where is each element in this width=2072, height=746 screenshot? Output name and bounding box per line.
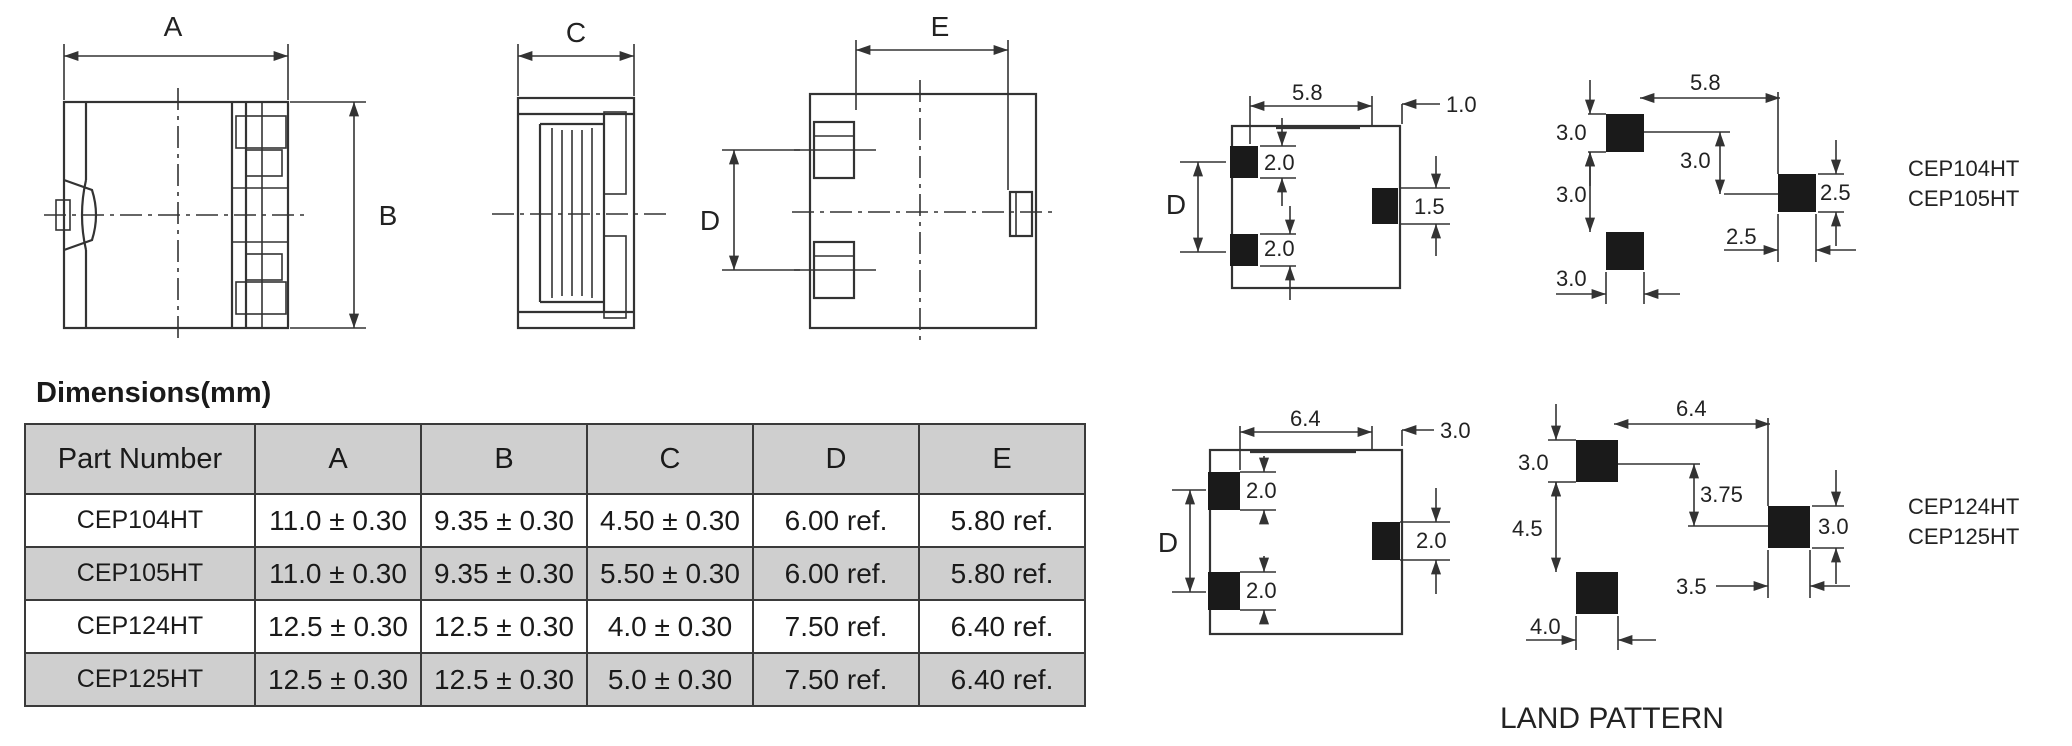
land2-offset: 3.75 bbox=[1700, 482, 1743, 507]
header-part-number: Part Number bbox=[24, 423, 256, 495]
footprint-group1: 5.8 1.0 D 2.0 2.0 1.5 bbox=[1166, 80, 1477, 300]
cell-c: 5.0 ± 0.30 bbox=[586, 652, 754, 707]
group2-part-2: CEP125HT bbox=[1908, 524, 2019, 549]
land-group1: 5.8 3.0 3.0 3.0 2.5 2.5 3.0 bbox=[1556, 70, 1856, 304]
cell-part: CEP125HT bbox=[24, 652, 256, 707]
cell-e: 5.80 ref. bbox=[918, 546, 1086, 601]
land-pattern-title: LAND PATTERN bbox=[1500, 702, 1724, 735]
land2-pad-right-w: 3.5 bbox=[1676, 574, 1707, 599]
cell-e: 6.40 ref. bbox=[918, 652, 1086, 707]
land2-pad-top: 3.0 bbox=[1518, 450, 1549, 475]
table-row: CEP125HT 12.5 ± 0.30 12.5 ± 0.30 5.0 ± 0… bbox=[24, 652, 1086, 707]
cell-part: CEP105HT bbox=[24, 546, 256, 601]
header-d: D bbox=[752, 423, 920, 495]
fp2-gap: 3.0 bbox=[1440, 418, 1471, 443]
fp1-pad-a: 2.0 bbox=[1264, 150, 1295, 175]
group1-part-2: CEP105HT bbox=[1908, 186, 2019, 211]
side-view: C bbox=[492, 17, 670, 330]
cell-b: 9.35 ± 0.30 bbox=[420, 546, 588, 601]
label-c: C bbox=[566, 17, 586, 48]
fp2-label-d: D bbox=[1158, 527, 1178, 558]
label-e: E bbox=[931, 11, 950, 42]
dimensions-table: Part Number A B C D E CEP104HT 11.0 ± 0.… bbox=[24, 423, 1086, 707]
fp2-pad-a: 2.0 bbox=[1246, 478, 1277, 503]
cell-part: CEP104HT bbox=[24, 493, 256, 548]
cell-d: 6.00 ref. bbox=[752, 546, 920, 601]
land1-pad-right-w: 2.5 bbox=[1726, 224, 1757, 249]
fp2-pad-c: 2.0 bbox=[1416, 528, 1447, 553]
land1-pad-top: 3.0 bbox=[1556, 120, 1587, 145]
cell-a: 11.0 ± 0.30 bbox=[254, 493, 422, 548]
land2-width: 6.4 bbox=[1676, 396, 1707, 421]
cell-a: 12.5 ± 0.30 bbox=[254, 652, 422, 707]
fp2-width: 6.4 bbox=[1290, 406, 1321, 431]
land-group2: 6.4 3.0 3.75 4.5 3.0 3.5 4.0 bbox=[1512, 396, 1850, 650]
fp1-pad-b: 2.0 bbox=[1264, 236, 1295, 261]
cell-d: 7.50 ref. bbox=[752, 652, 920, 707]
cell-c: 4.0 ± 0.30 bbox=[586, 599, 754, 654]
land2-pad-bottom-w: 4.0 bbox=[1530, 614, 1561, 639]
cell-c: 4.50 ± 0.30 bbox=[586, 493, 754, 548]
cell-d: 7.50 ref. bbox=[752, 599, 920, 654]
table-row: CEP124HT 12.5 ± 0.30 12.5 ± 0.30 4.0 ± 0… bbox=[24, 599, 1086, 654]
land2-pad-right: 3.0 bbox=[1818, 514, 1849, 539]
footprint-group2: 6.4 3.0 D 2.0 2.0 2.0 bbox=[1158, 406, 1471, 636]
label-a: A bbox=[164, 11, 183, 42]
header-c: C bbox=[586, 423, 754, 495]
fp1-gap: 1.0 bbox=[1446, 92, 1477, 117]
table-header-row: Part Number A B C D E bbox=[24, 423, 1086, 495]
group1-part-1: CEP104HT bbox=[1908, 156, 2019, 181]
land1-pitch: 3.0 bbox=[1556, 182, 1587, 207]
land1-offset: 3.0 bbox=[1680, 148, 1711, 173]
dimensions-title: Dimensions(mm) bbox=[36, 377, 272, 409]
fp1-pad-c: 1.5 bbox=[1414, 194, 1445, 219]
land1-pad-bottom-w: 3.0 bbox=[1556, 266, 1587, 291]
cell-b: 12.5 ± 0.30 bbox=[420, 599, 588, 654]
cell-a: 11.0 ± 0.30 bbox=[254, 546, 422, 601]
land1-width: 5.8 bbox=[1690, 70, 1721, 95]
header-a: A bbox=[254, 423, 422, 495]
cell-b: 9.35 ± 0.30 bbox=[420, 493, 588, 548]
label-b: B bbox=[379, 200, 398, 231]
table-row: CEP105HT 11.0 ± 0.30 9.35 ± 0.30 5.50 ± … bbox=[24, 546, 1086, 601]
bottom-view: D E bbox=[700, 11, 1054, 342]
fp2-pad-b: 2.0 bbox=[1246, 578, 1277, 603]
land2-pitch: 4.5 bbox=[1512, 516, 1543, 541]
front-view: A B bbox=[44, 11, 397, 342]
cell-c: 5.50 ± 0.30 bbox=[586, 546, 754, 601]
cell-e: 5.80 ref. bbox=[918, 493, 1086, 548]
header-e: E bbox=[918, 423, 1086, 495]
cell-b: 12.5 ± 0.30 bbox=[420, 652, 588, 707]
group2-part-1: CEP124HT bbox=[1908, 494, 2019, 519]
cell-a: 12.5 ± 0.30 bbox=[254, 599, 422, 654]
land1-pad-right: 2.5 bbox=[1820, 180, 1851, 205]
fp1-width: 5.8 bbox=[1292, 80, 1323, 105]
cell-part: CEP124HT bbox=[24, 599, 256, 654]
table-row: CEP104HT 11.0 ± 0.30 9.35 ± 0.30 4.50 ± … bbox=[24, 493, 1086, 548]
cell-e: 6.40 ref. bbox=[918, 599, 1086, 654]
fp1-label-d: D bbox=[1166, 189, 1186, 220]
header-b: B bbox=[420, 423, 588, 495]
cell-d: 6.00 ref. bbox=[752, 493, 920, 548]
label-d: D bbox=[700, 205, 720, 236]
